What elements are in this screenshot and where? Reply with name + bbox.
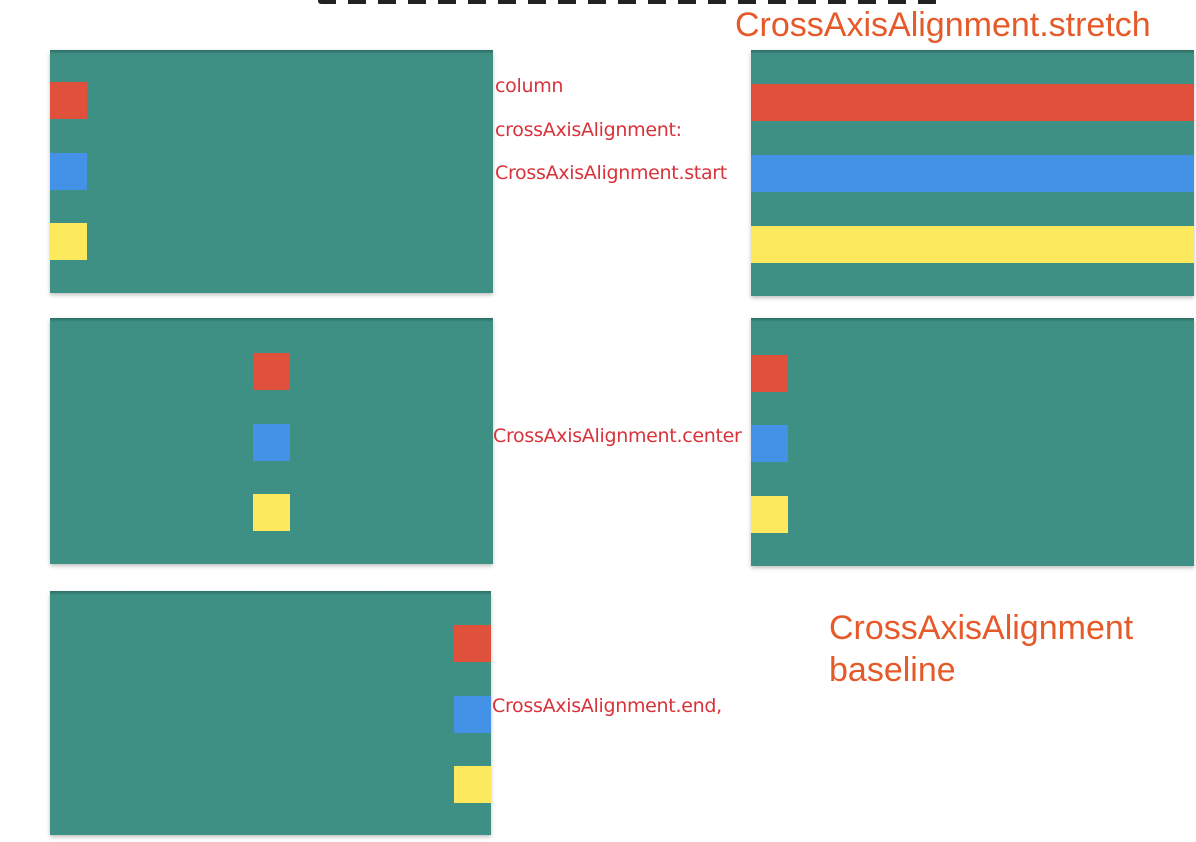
panel-start	[50, 50, 493, 293]
panel-end	[50, 591, 491, 835]
red-box	[50, 82, 87, 119]
yellow-box	[50, 223, 87, 260]
start-label: CrossAxisAlignment.start	[495, 162, 727, 184]
red-box	[253, 353, 290, 390]
cross-axis-alignment-label: crossAxisAlignment:	[495, 119, 682, 141]
red-bar	[751, 84, 1194, 121]
blue-box	[253, 424, 290, 461]
end-label: CrossAxisAlignment.end,	[492, 695, 722, 717]
red-box	[454, 625, 491, 662]
cropped-title	[0, 0, 1196, 8]
yellow-bar	[751, 226, 1194, 263]
yellow-box	[454, 766, 491, 803]
blue-box	[50, 153, 87, 190]
baseline-label-line2: baseline	[829, 651, 956, 689]
center-label: CrossAxisAlignment.center	[493, 425, 742, 447]
stretch-label: CrossAxisAlignment.stretch	[735, 6, 1151, 44]
blue-box	[454, 696, 491, 733]
yellow-box	[253, 494, 290, 531]
yellow-box	[751, 496, 788, 533]
panel-baseline	[751, 318, 1194, 566]
blue-bar	[751, 155, 1194, 192]
panel-center	[50, 318, 493, 564]
column-label: column	[495, 75, 564, 97]
blue-box	[751, 425, 788, 462]
baseline-label-line1: CrossAxisAlignment	[829, 609, 1134, 647]
panel-stretch	[751, 50, 1194, 296]
red-box	[751, 355, 788, 392]
